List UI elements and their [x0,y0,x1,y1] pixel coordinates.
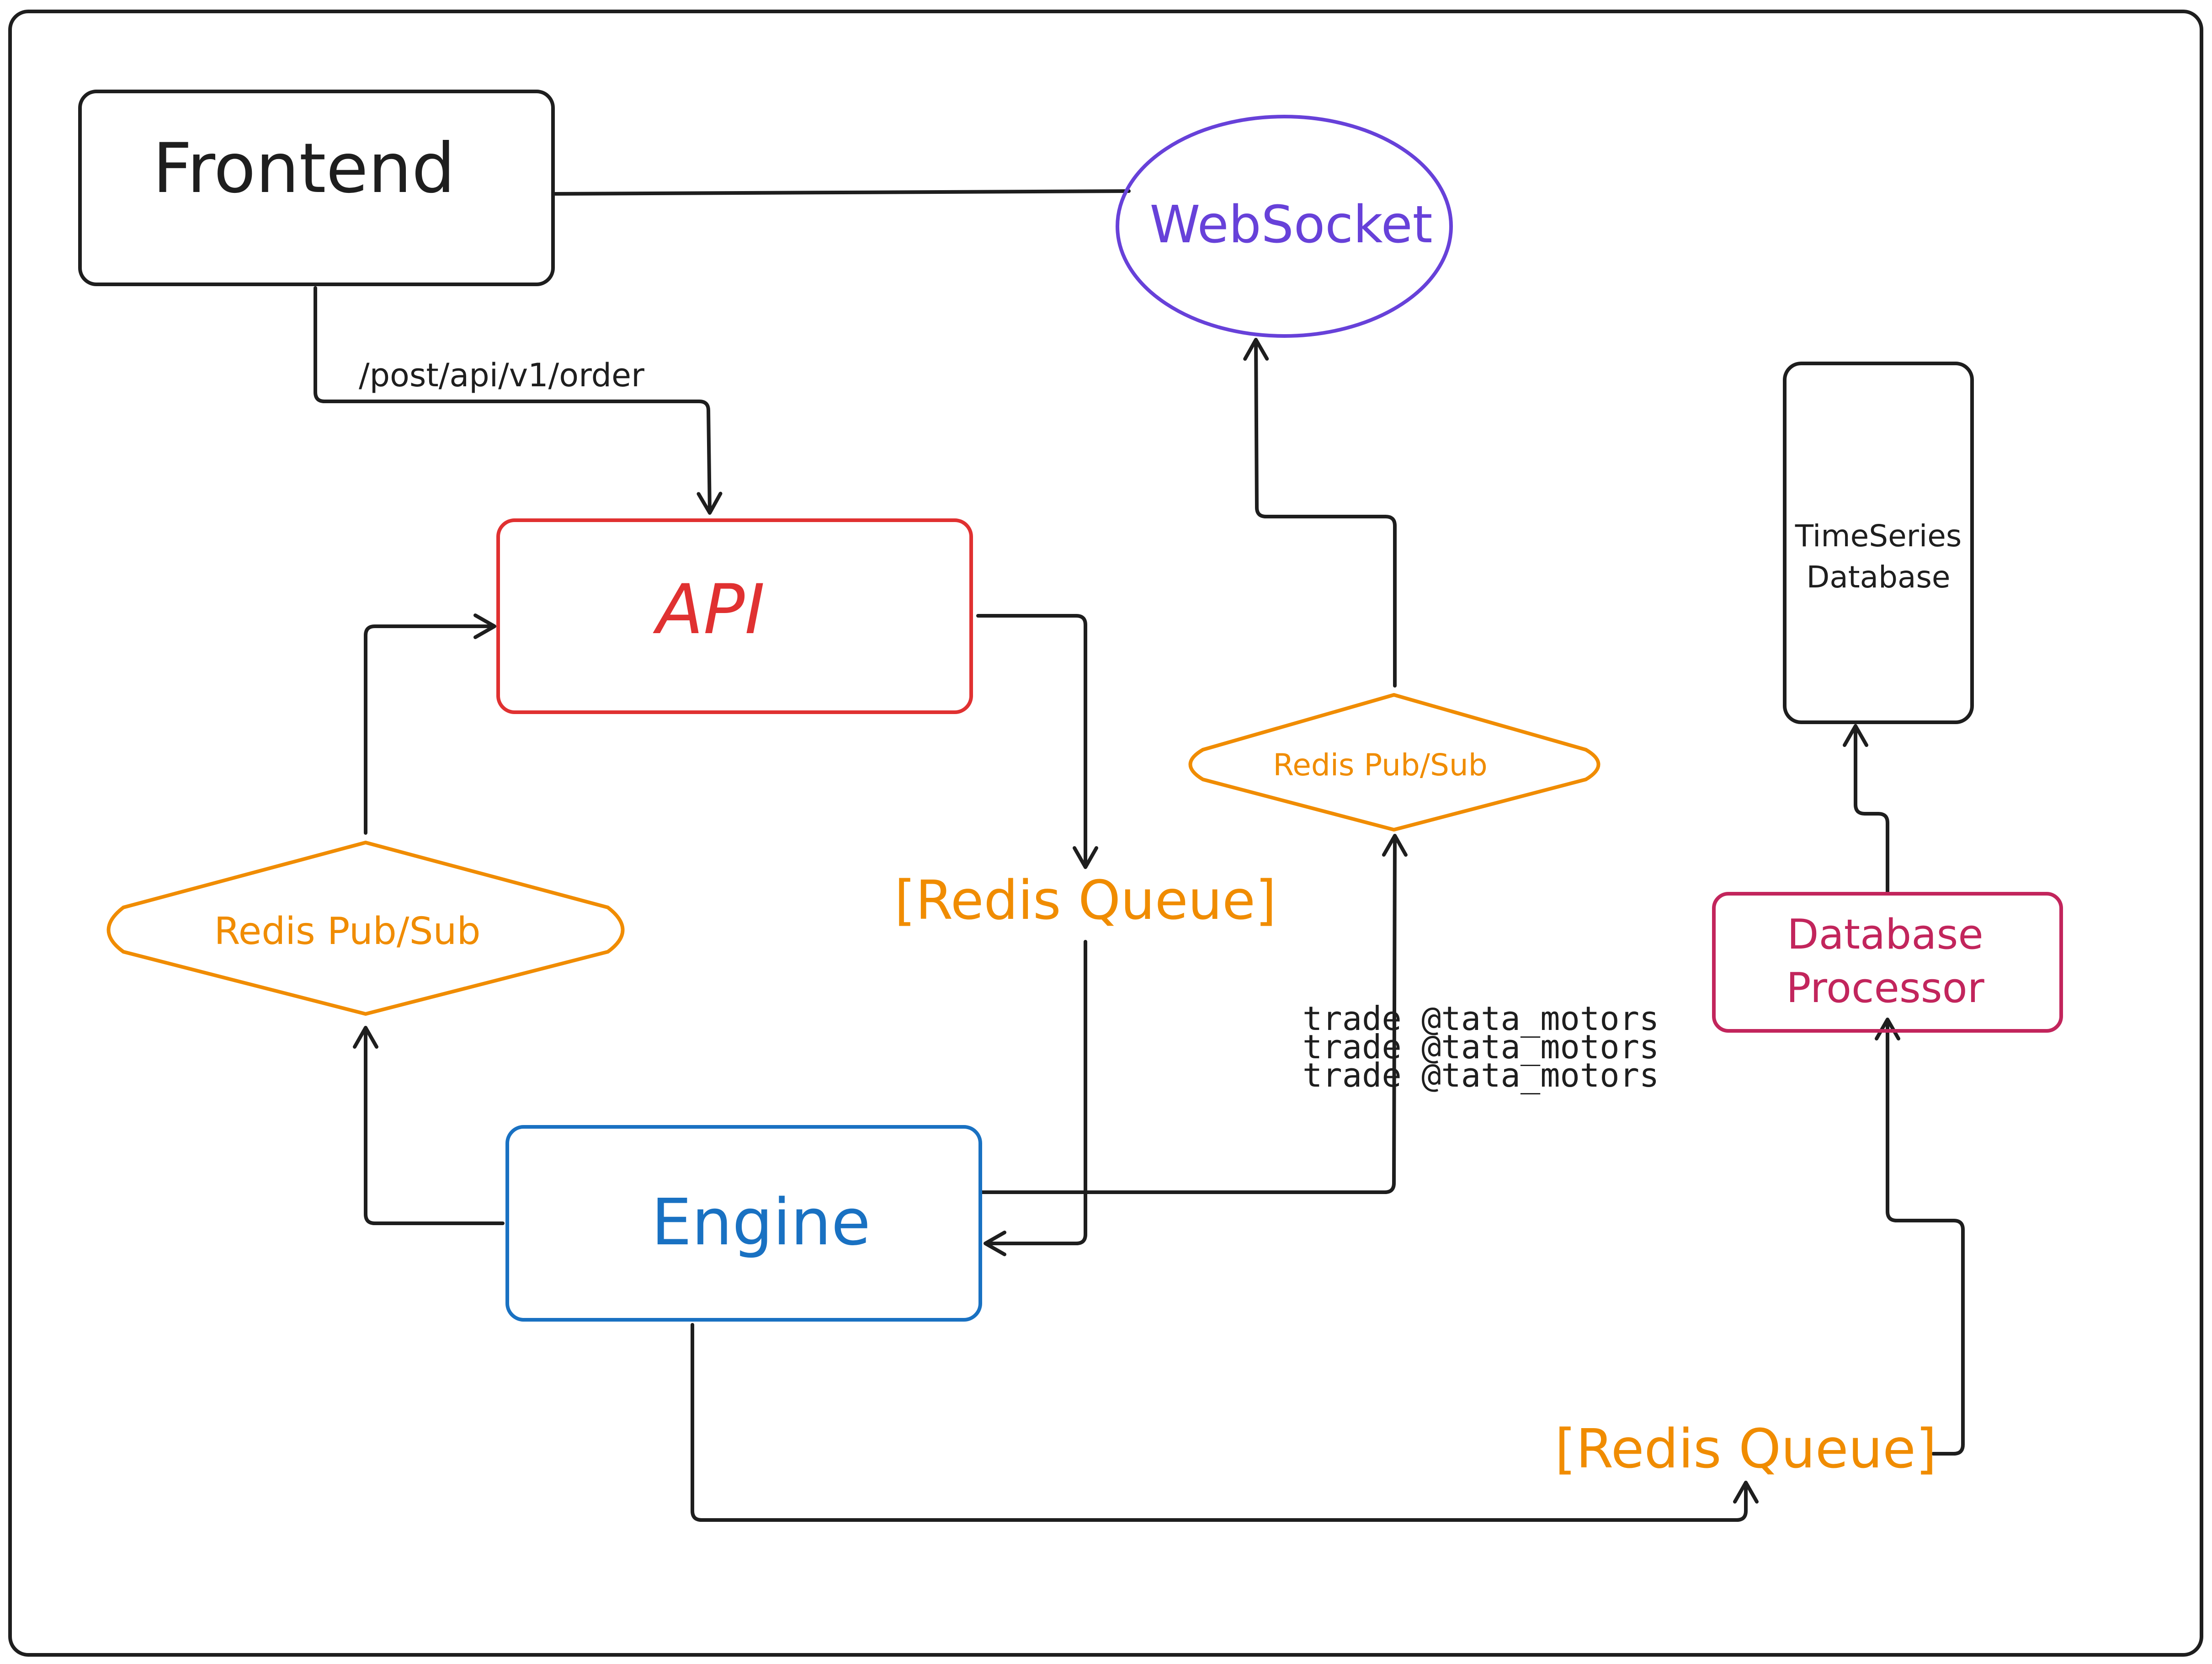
db-processor-label-line1: Database [1787,911,1983,959]
outer-frame [8,10,2203,1657]
edge-api-redis-queue [976,614,1098,869]
websocket-node[interactable]: WebSocket [1116,115,1453,338]
engine-node[interactable]: Engine [505,1125,982,1322]
timeseries-label-line1: TimeSeries [1795,518,1962,554]
redis-queue-middle[interactable]: [Redis Queue] [894,869,1276,932]
edge-label-order-endpoint: /post/api/v1/order [359,357,644,394]
frontend-label: Frontend [153,129,455,208]
database-processor-node[interactable]: Database Processor [1712,892,2063,1033]
edge-pubsub-left-api [364,613,496,835]
edge-pubsub-right-websocket [1243,338,1397,688]
trade-label-3: trade @tata_motors [1303,1056,1659,1094]
api-node[interactable]: API [496,518,973,714]
trade-label-1: trade @tata_motors [1303,999,1659,1038]
redis-pubsub-left-label: Redis Pub/Sub [214,910,480,953]
edge-engine-pubsub-left [353,1026,505,1225]
redis-queue-bottom[interactable]: [Redis Queue] [1555,1417,1937,1480]
frontend-node[interactable]: Frontend [78,90,555,286]
engine-label: Engine [651,1185,871,1260]
edge-db-processor-timeseries [1843,724,1889,896]
edge-redis-queue-db-processor [1875,1018,1965,1456]
edge-frontend-websocket [553,189,1131,196]
edge-frontend-api [314,286,723,515]
trade-label-2: trade @tata_motors [1303,1028,1659,1066]
redis-pubsub-right-node[interactable]: Redis Pub/Sub [1188,693,1601,832]
trade-labels: trade @tata_motors trade @tata_motors tr… [1303,999,1659,1094]
edge-engine-pubsub-right [980,834,1408,1194]
timeseries-database-node[interactable]: TimeSeries Database [1783,362,1974,724]
db-processor-label-line2: Processor [1786,964,1984,1012]
websocket-label: WebSocket [1149,195,1432,255]
redis-pubsub-left-node[interactable]: Redis Pub/Sub [106,841,625,1016]
api-label: API [653,570,765,650]
redis-pubsub-right-label: Redis Pub/Sub [1273,747,1487,783]
edge-redis-queue-engine [984,940,1087,1256]
connectors [314,189,1965,1522]
edge-engine-redis-queue-bottom [691,1323,1759,1522]
timeseries-label-line2: Database [1807,560,1951,595]
